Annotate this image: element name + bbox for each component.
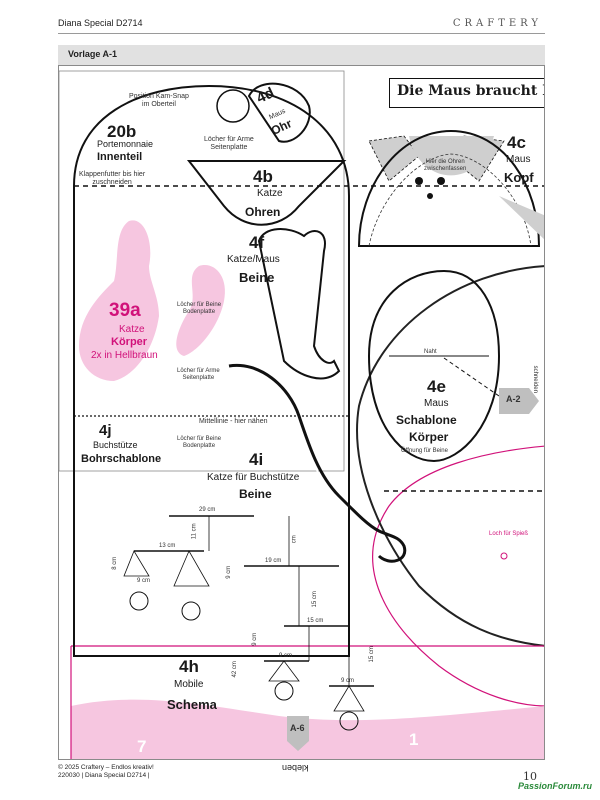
note-oeffnung-beine: Öffnung für Beine (401, 448, 448, 454)
piece-20b-sub: Portemonnaie (97, 139, 154, 149)
dim-9b: 9 cm (226, 565, 233, 579)
piece-39a-note: 2x in Hellbraun (91, 350, 158, 361)
piece-4h-sub: Mobile (174, 679, 204, 690)
note-naht: Naht (424, 349, 437, 355)
piece-4i-sub: Katze für Buchstütze (207, 472, 300, 483)
dim-9e: 9 cm (341, 678, 355, 684)
piece-4j-sub: Buchstütze (93, 440, 138, 450)
dim-15c: 15 cm (368, 646, 375, 663)
marker-7: 7 (137, 737, 147, 756)
piece-4e-name: Schablone (396, 413, 457, 427)
piece-4i-name: Beine (239, 487, 272, 501)
banner-text: Die Maus braucht M (397, 83, 545, 99)
piece-4c-sub: Maus (506, 154, 531, 165)
template-tab-bar (58, 45, 545, 65)
piece-4c-num: 4c (507, 133, 526, 152)
title-banner (389, 78, 544, 108)
piece-4b-sub: Katze (257, 188, 283, 199)
footer-line1: © 2025 Craftery – Endlos kreativ! (58, 764, 154, 771)
dim-8: 8 cm (112, 556, 119, 570)
marker-a2: A-2 (506, 394, 521, 404)
piece-4h-name: Schema (167, 697, 217, 712)
piece-4f-num: 4f (249, 233, 265, 252)
dim-9c: 9 cm (252, 632, 259, 646)
dim-9a: 9 cm (137, 578, 151, 584)
piece-4e-num: 4e (427, 377, 446, 396)
piece-20b-name: Innenteil (97, 151, 143, 163)
header-title: Diana Special D2714 (58, 18, 143, 28)
marker-a6: A-6 (290, 723, 305, 733)
dim-11: 11 cm (191, 523, 198, 540)
piece-4b-name: Ohren (245, 205, 281, 219)
piece-4i-num: 4i (249, 450, 264, 469)
piece-4b-num: 4b (253, 167, 273, 186)
note-schneiden: schneiden (531, 365, 538, 393)
piece-4c-name: Kopf (504, 170, 534, 185)
piece-4f-sub: Katze/Maus (227, 254, 280, 265)
header-rule (58, 33, 545, 34)
piece-4j-num: 4j (99, 422, 112, 439)
piece-39a-name: Körper (111, 336, 148, 348)
piece-4f-name: Beine (239, 270, 275, 285)
dim-42: 42 cm (231, 661, 238, 678)
piece-39a-num: 39a (109, 300, 141, 321)
brand-logo: CRAFTERY (452, 18, 542, 29)
dim-cm: cm (291, 535, 298, 544)
piece-39a-sub: Katze (119, 324, 145, 335)
footer-kleben-label: kleben (282, 763, 309, 773)
note-mittellinie: Mittellinie - hier nähen (199, 418, 268, 425)
dim-9d: 9 cm (279, 653, 293, 659)
dim-19: 19 cm (265, 558, 282, 564)
piece-20b-num: 20b (107, 122, 137, 141)
piece-4h-num: 4h (179, 657, 199, 676)
template-tab-label: Vorlage A-1 (68, 49, 118, 59)
footer-line2: 220030 | Diana Special D2714 | (58, 772, 150, 780)
marker-1: 1 (409, 730, 419, 749)
page-number: 10 (523, 770, 537, 783)
note-loch-spiess: Loch für Spieß (489, 531, 529, 537)
dim-15b: 15 cm (307, 618, 324, 624)
dim-29: 29 cm (199, 507, 216, 513)
piece-4e-name2: Körper (409, 430, 449, 444)
piece-4j-name: Bohrschablone (81, 453, 162, 465)
piece-4e-sub: Maus (424, 398, 449, 409)
site-watermark: PassionForum.ru (517, 781, 592, 791)
footer-copyright: © 2025 Craftery – Endlos kreativ! 220030… (58, 764, 154, 781)
pattern-drawing (59, 70, 544, 759)
dim-15a: 15 cm (311, 591, 318, 608)
dim-13: 13 cm (159, 543, 176, 549)
